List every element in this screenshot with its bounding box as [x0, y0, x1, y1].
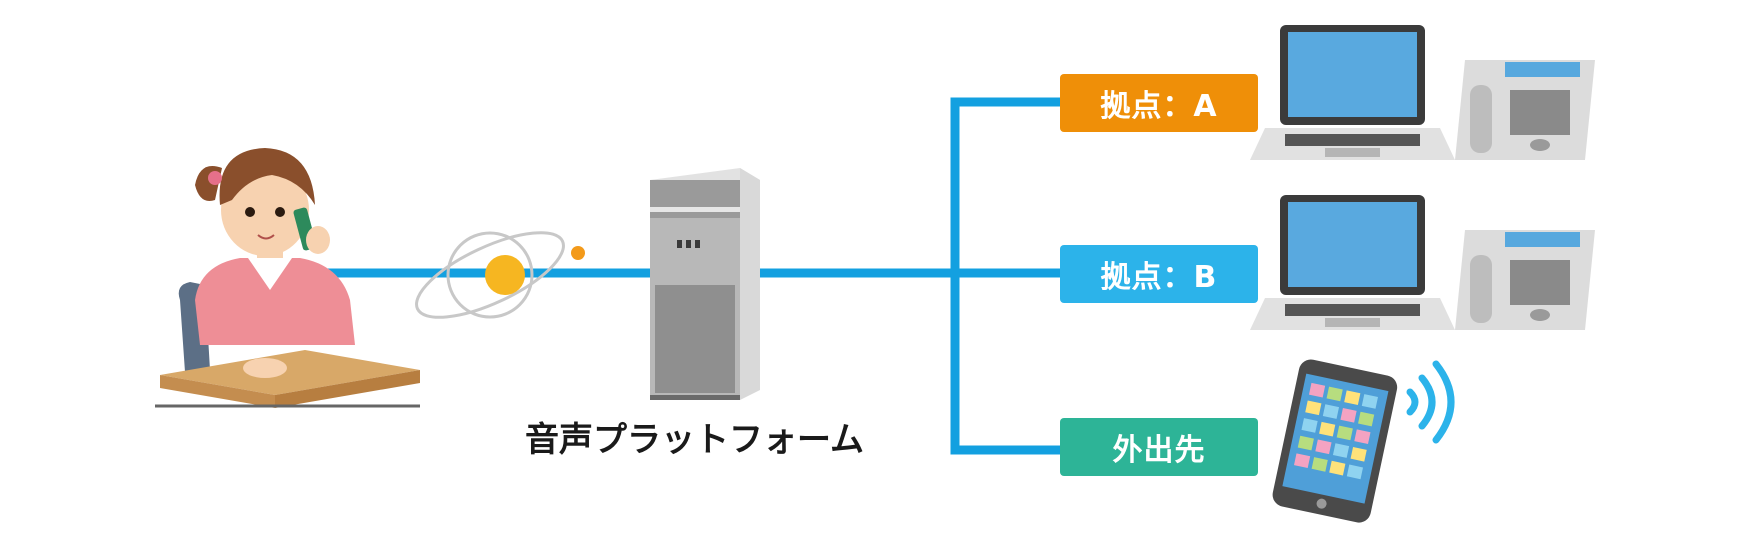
branch-label-b: 拠点：B [1060, 245, 1258, 303]
server-tower-icon [650, 168, 760, 400]
branch-label-a: 拠点：A [1060, 74, 1258, 132]
laptop-b-icon [1250, 195, 1455, 330]
desk-phone-a-icon [1455, 60, 1595, 160]
signal-orbit-icon [415, 231, 585, 319]
connection-lines [300, 97, 1065, 455]
smartphone-icon [1272, 359, 1398, 523]
platform-label: 音声プラットフォーム [525, 420, 864, 460]
laptop-a-icon [1250, 25, 1455, 160]
branch-label-outside: 外出先 [1060, 418, 1258, 476]
desk-phone-b-icon [1455, 230, 1595, 330]
caller-person-icon [155, 148, 420, 408]
wireless-waves-icon [1406, 360, 1455, 444]
